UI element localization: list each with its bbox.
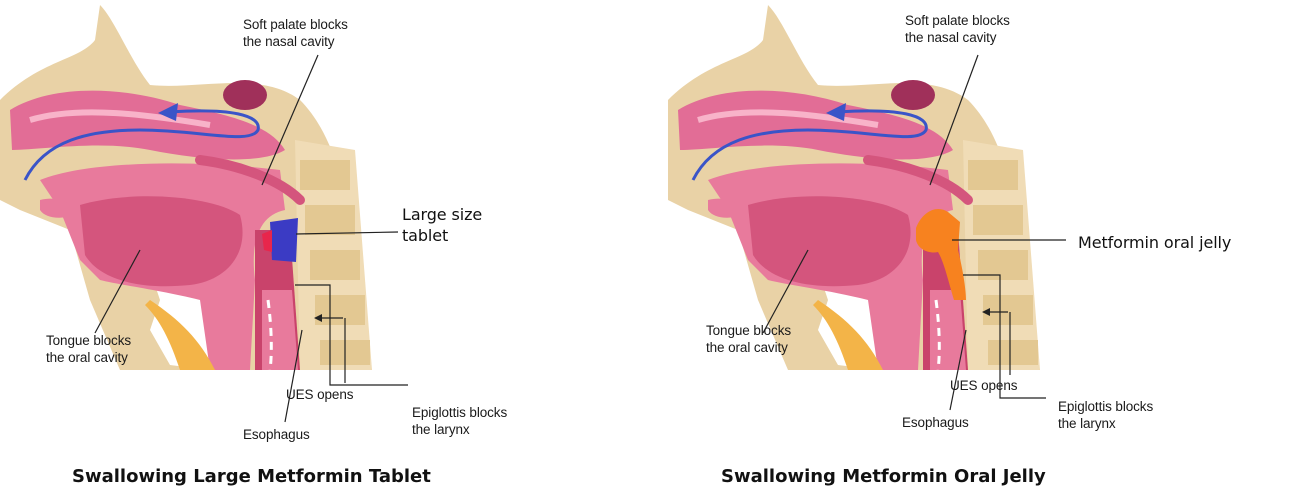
panel-caption: Swallowing Large Metformin Tablet [72,466,431,487]
label-bolus: Large size tablet [402,204,512,246]
sinus [891,80,935,110]
tongue [748,196,911,286]
label-epiglottis: Epiglottis blocks the larynx [412,404,507,438]
cervical-spine [963,140,1040,370]
label-soft-palate: Soft palate blocks the nasal cavity [905,12,1010,46]
label-ues: UES opens [286,386,353,403]
label-epiglottis: Epiglottis blocks the larynx [1058,398,1153,432]
panel-oral-jelly: Soft palate blocks the nasal cavity Metf… [648,0,1296,493]
sinus [223,80,267,110]
label-ues: UES opens [950,377,1017,394]
panel-large-tablet: Soft palate blocks the nasal cavity Larg… [0,0,648,493]
label-soft-palate: Soft palate blocks the nasal cavity [243,16,348,50]
bolus-shape [270,218,298,262]
label-esophagus: Esophagus [243,426,310,443]
cervical-spine [295,140,372,370]
label-esophagus: Esophagus [902,414,969,431]
label-tongue: Tongue blocks the oral cavity [46,332,131,366]
panel-caption: Swallowing Metformin Oral Jelly [721,466,1046,487]
label-tongue: Tongue blocks the oral cavity [706,322,791,356]
head-neck-illustration [0,0,648,493]
tongue [80,196,243,286]
label-bolus: Metformin oral jelly [1078,232,1231,253]
